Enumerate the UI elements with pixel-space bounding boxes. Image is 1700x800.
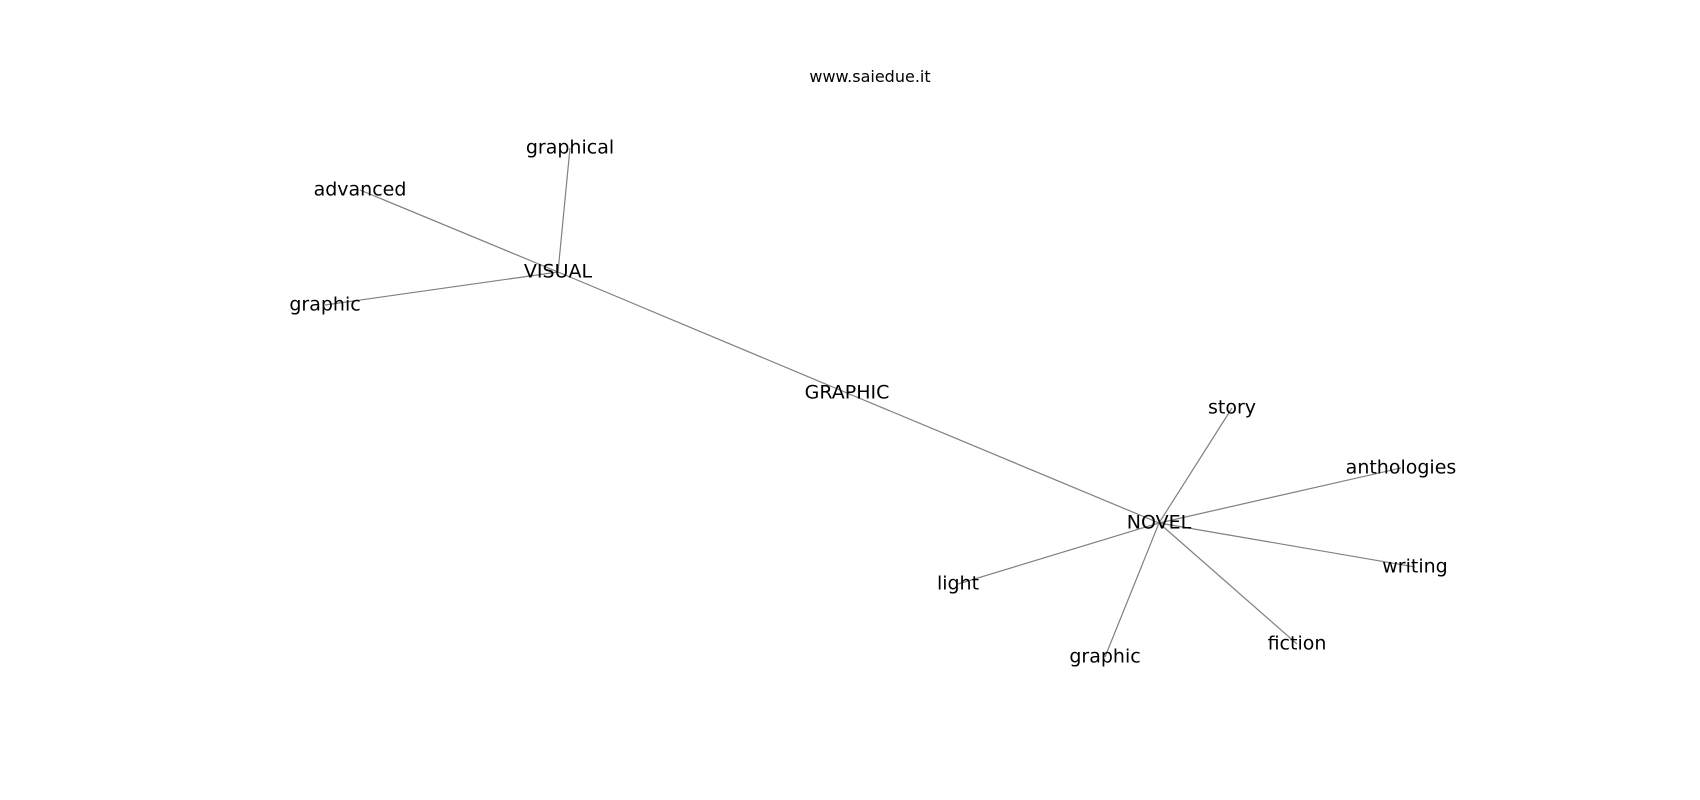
node-label-writing: writing	[1382, 556, 1447, 578]
watermark-text: www.saiedue.it	[809, 67, 930, 86]
node-label-graphic-center: GRAPHIC	[805, 382, 890, 404]
node-label-graphic-n: graphic	[1069, 646, 1140, 668]
edge-graphic_center-novel	[846, 392, 1160, 524]
node-label-story: story	[1208, 397, 1256, 419]
node-label-graphic-v: graphic	[289, 294, 360, 316]
edge-novel-fiction	[1158, 522, 1298, 645]
node-label-visual: VISUAL	[524, 261, 593, 283]
node-label-advanced: advanced	[314, 179, 407, 201]
node-label-graphical: graphical	[526, 137, 614, 159]
edges-layer	[324, 147, 1416, 658]
node-label-novel: NOVEL	[1127, 512, 1192, 534]
edge-novel-graphic_n	[1104, 522, 1160, 658]
edge-visual-graphical	[557, 147, 571, 273]
node-label-fiction: fiction	[1268, 633, 1327, 655]
edge-novel-anthologies	[1158, 467, 1402, 524]
edge-visual-graphic_v	[324, 271, 559, 306]
node-label-light: light	[937, 573, 979, 595]
labels-layer: GRAPHIC VISUAL NOVEL graphical advanced graph…	[289, 137, 1456, 668]
node-label-anthologies: anthologies	[1346, 457, 1457, 479]
edge-novel-writing	[1158, 522, 1416, 568]
edge-novel-light	[957, 522, 1160, 585]
edge-novel-story	[1158, 407, 1233, 524]
edge-visual-advanced	[359, 189, 559, 273]
edge-visual-graphic_center	[557, 271, 848, 394]
